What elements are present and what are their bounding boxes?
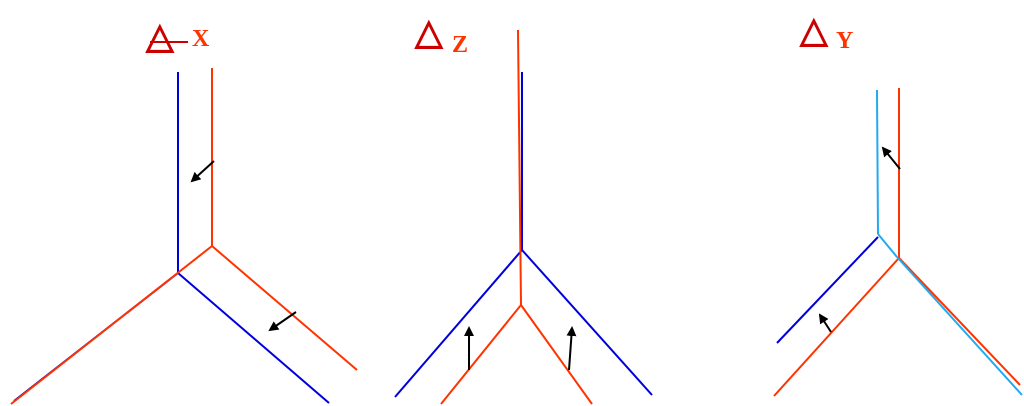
cyan-phase-bend: [877, 233, 898, 258]
displacement-arrow: [881, 146, 901, 170]
subscript-y: Y: [836, 28, 853, 54]
subscript-x: X: [192, 26, 210, 52]
panel-delta-z: △ Z: [394, 12, 653, 405]
delta-x-label: △ X: [145, 16, 210, 56]
red-phase-left: [10, 245, 213, 405]
blue-phase-left: [394, 249, 523, 398]
delta-z-label: △ Z: [414, 12, 468, 58]
triangle-symbol: △: [145, 16, 175, 56]
blue-phase-right: [177, 272, 330, 404]
delta-y-label: △ Y: [799, 10, 853, 54]
red-phase-right: [520, 304, 593, 405]
panel-delta-x: △ X: [10, 16, 358, 405]
red-phase-right: [898, 257, 1021, 386]
displacement-arrow: [268, 311, 297, 332]
red-phase-left: [440, 304, 522, 405]
cyan-phase-vertical: [876, 89, 879, 235]
triangle-symbol: △: [414, 12, 444, 52]
subscript-z: Z: [452, 32, 468, 58]
blue-phase-left: [776, 236, 879, 344]
red-phase-right: [211, 245, 358, 371]
displacement-arrow: [818, 313, 832, 333]
cyan-phase-right: [896, 256, 1023, 396]
panel-delta-y: △ Y: [773, 10, 1023, 397]
red-phase-vertical: [517, 29, 522, 306]
displacement-arrow: [190, 160, 215, 183]
blue-phase-right: [521, 249, 653, 396]
triangle-symbol: △: [799, 10, 829, 50]
red-phase-left: [773, 257, 900, 397]
displacement-arrow: [566, 326, 577, 371]
